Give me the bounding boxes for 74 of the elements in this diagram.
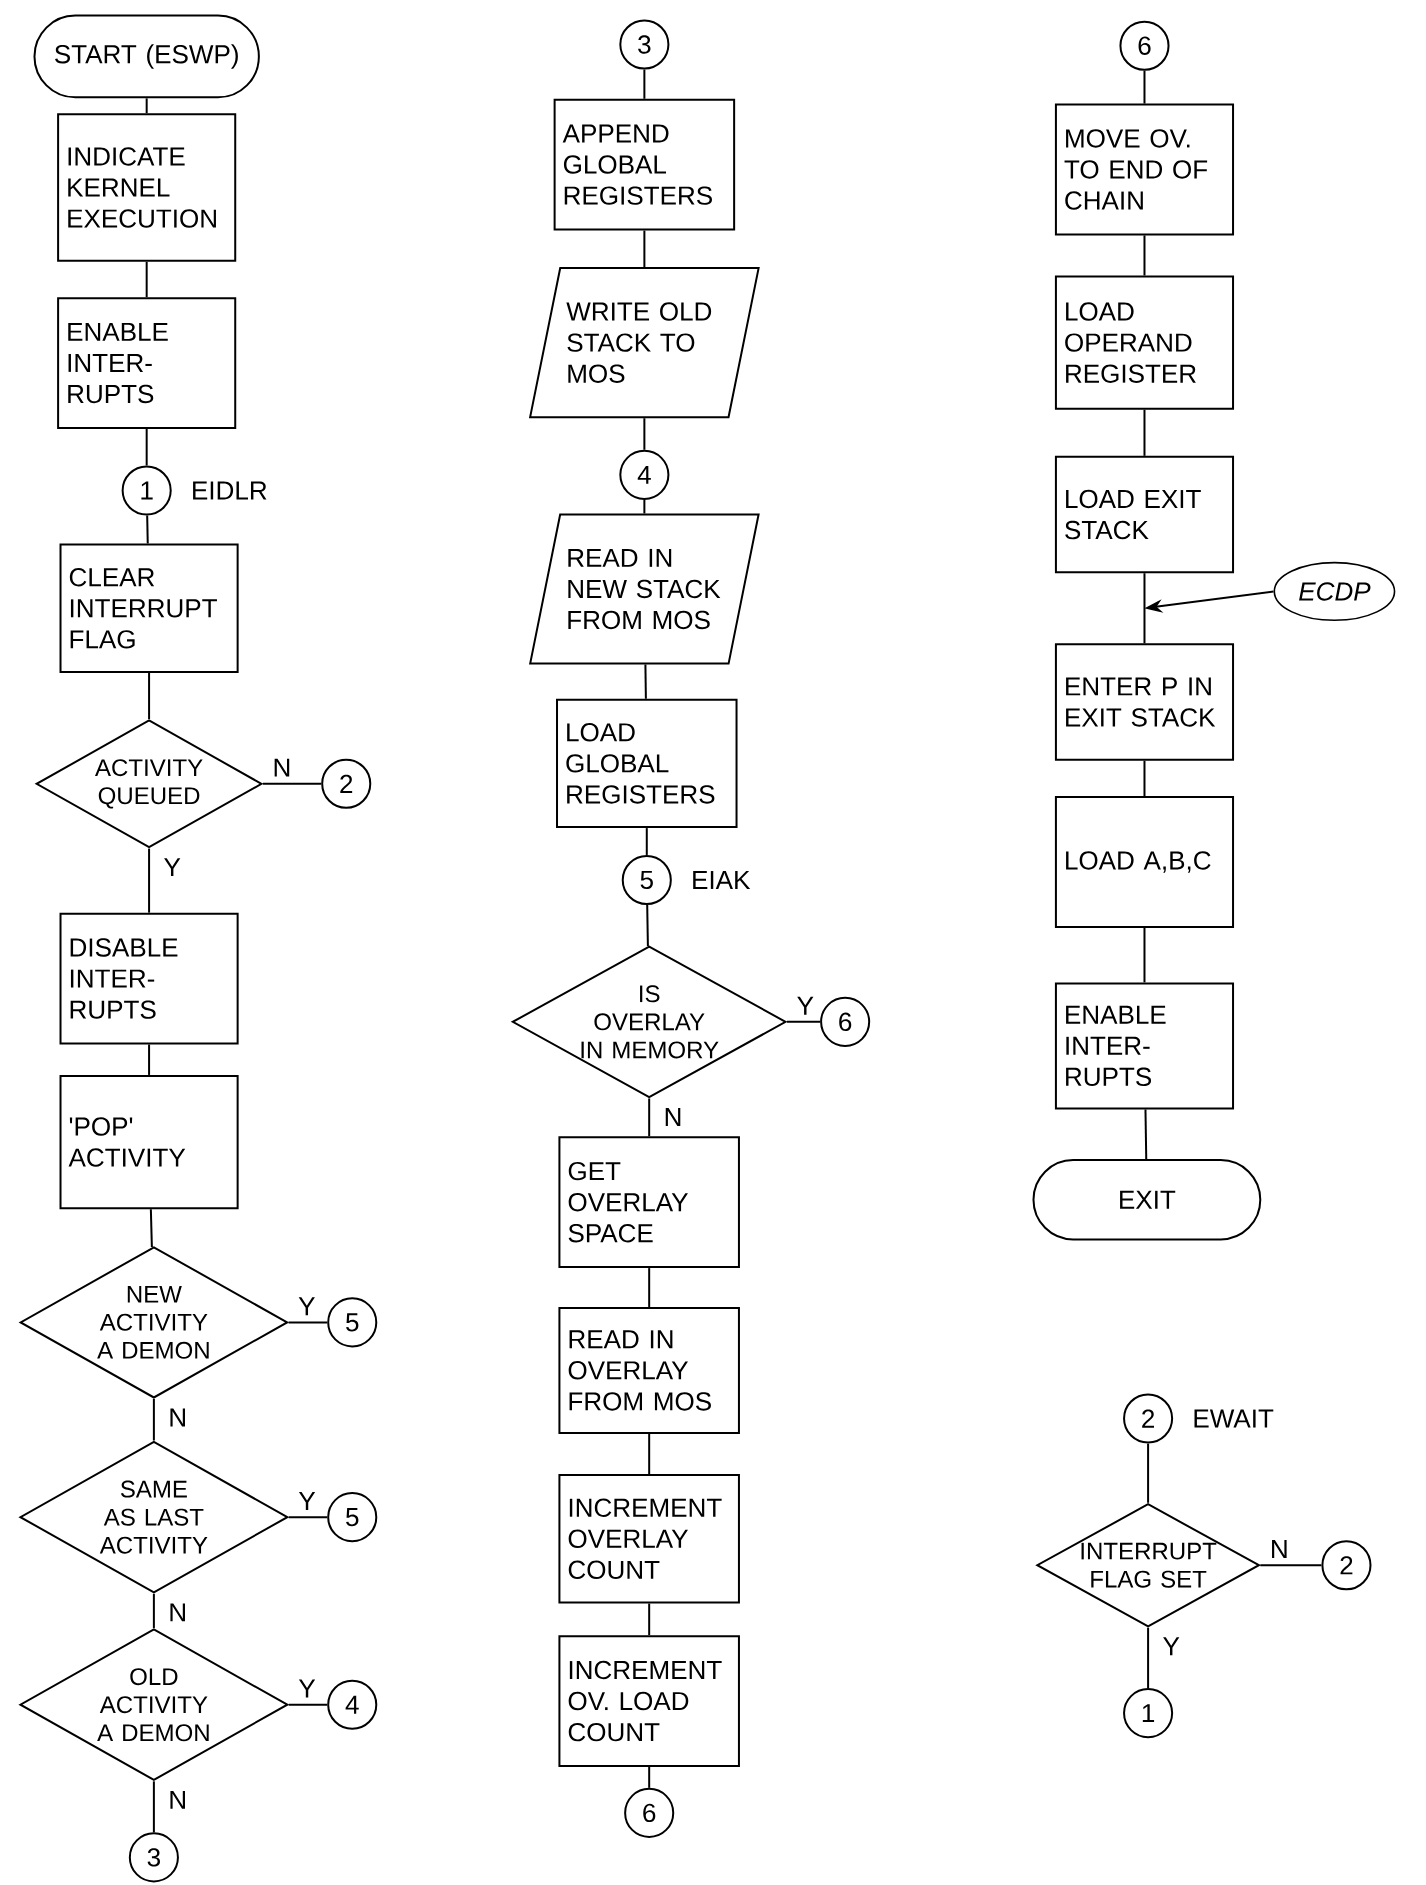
process-box: 'POP' ACTIVITY [59,1074,239,1210]
flow-line [646,904,649,947]
flow-line [645,827,648,856]
flow-line [643,417,646,451]
flow-line [648,1097,651,1138]
process-box: ENTER P IN EXIT STACK [1055,643,1235,761]
process-box: ENABLE INTER- RUPTS [1055,982,1235,1110]
flow-line [1143,759,1146,798]
flow-line [146,514,149,545]
process-box: APPEND GLOBAL REGISTERS [553,98,736,231]
flow-line [648,1267,651,1308]
edge-label: Y [299,1679,316,1698]
flow-line [145,260,148,299]
flow-line [262,782,323,785]
edge-label: N [1272,1540,1287,1559]
edge-label: Y [797,996,814,1015]
io-parallelogram: WRITE OLD STACK TO MOS [529,267,760,419]
flow-line [1147,1442,1150,1504]
flow-line [145,427,148,467]
flow-line [287,1321,329,1324]
process-box: INCREMENT OV. LOAD COUNT [558,1635,741,1767]
edge-label: N [170,1408,186,1427]
edge-label: Y [1163,1637,1180,1656]
flow-line [643,498,646,515]
edge-label: Y [164,858,181,877]
process-box: CLEAR INTERRUPT FLAG [59,543,239,673]
flow-line [149,1208,153,1249]
process-box: GET OVERLAY SPACE [558,1136,741,1269]
process-box: INDICATE KERNEL EXECUTION [57,113,237,262]
terminal-box: START (ESWP) [33,14,260,99]
edge-label: N [170,1790,186,1809]
flow-line [1259,1564,1323,1567]
connector-label: EIAK [693,871,751,889]
flow-line [648,1602,651,1637]
edge-label: N [274,758,290,777]
process-box: DISABLE INTER- RUPTS [59,912,239,1045]
flow-line [153,1397,155,1442]
terminal-box: EXIT [1032,1159,1262,1241]
edge-label: N [665,1108,681,1126]
flow-line [648,1433,651,1476]
process-box: ENABLE INTER- RUPTS [57,297,237,429]
edge-label: Y [299,1492,316,1510]
flow-line [1143,408,1146,457]
flow-line [145,97,148,115]
flow-line [1143,69,1146,105]
flow-line [287,1703,329,1706]
flow-line [1143,234,1146,277]
flow-line [643,68,646,100]
flow-line [148,847,151,914]
flow-line [1147,1626,1150,1690]
flow-line [1143,572,1146,645]
process-box: LOAD A,B,C [1055,796,1235,928]
connector-label: EWAIT [1194,1409,1274,1428]
edge-label: Y [298,1297,316,1316]
process-box: LOAD EXIT STACK [1055,455,1235,574]
flow-line [1143,926,1146,984]
process-box: LOAD GLOBAL REGISTERS [556,698,738,829]
process-box: READ IN OVERLAY FROM MOS [558,1306,741,1434]
flow-line [148,672,151,721]
flow-line [287,1516,329,1519]
connector-label: EIDLR [193,481,267,500]
edge-label: N [170,1603,186,1622]
flow-line [786,1020,822,1023]
flow-line [153,1780,155,1834]
flow-line [644,663,647,700]
process-box: INCREMENT OVERLAY COUNT [558,1474,741,1604]
flow-line [1144,1108,1148,1161]
flow-line [153,1592,155,1630]
process-box: LOAD OPERAND REGISTER [1055,275,1235,410]
flow-line [643,229,646,269]
io-parallelogram: READ IN NEW STACK FROM MOS [529,513,760,665]
process-box: MOVE OV. TO END OF CHAIN [1055,103,1235,236]
flow-line [648,1766,651,1789]
flow-line [148,1043,151,1076]
